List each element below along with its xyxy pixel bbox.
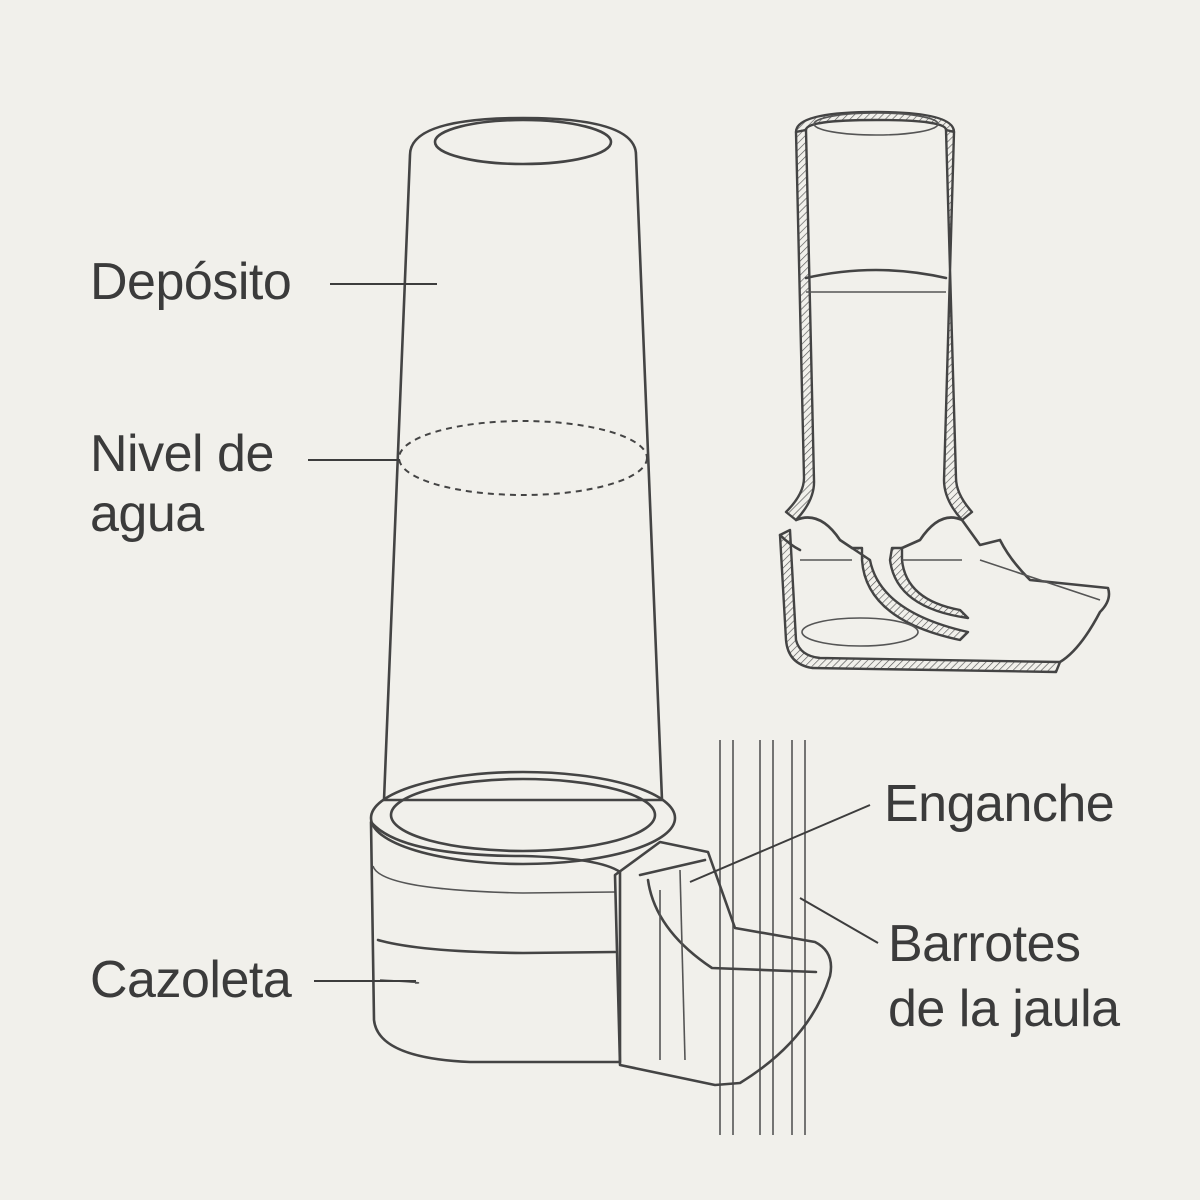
label-barrotes-line1: Barrotes xyxy=(888,915,1081,973)
label-barrotes-line2: de la jaula xyxy=(888,980,1120,1038)
label-cazoleta: Cazoleta xyxy=(90,951,292,1009)
hook-and-trough xyxy=(613,840,833,1087)
leader-enganche xyxy=(689,804,871,883)
label-enganche: Enganche xyxy=(884,775,1115,833)
label-deposito: Depósito xyxy=(90,253,292,311)
leader-barrotes xyxy=(799,897,879,944)
reservoir-tube xyxy=(382,116,664,802)
leader-lines xyxy=(308,283,879,982)
water-level-ellipse xyxy=(398,420,648,496)
label-nivel-line1: Nivel de xyxy=(90,425,274,483)
bowl xyxy=(369,770,677,1064)
cross-section-view xyxy=(778,110,1111,674)
label-nivel-line2: agua xyxy=(90,485,204,543)
